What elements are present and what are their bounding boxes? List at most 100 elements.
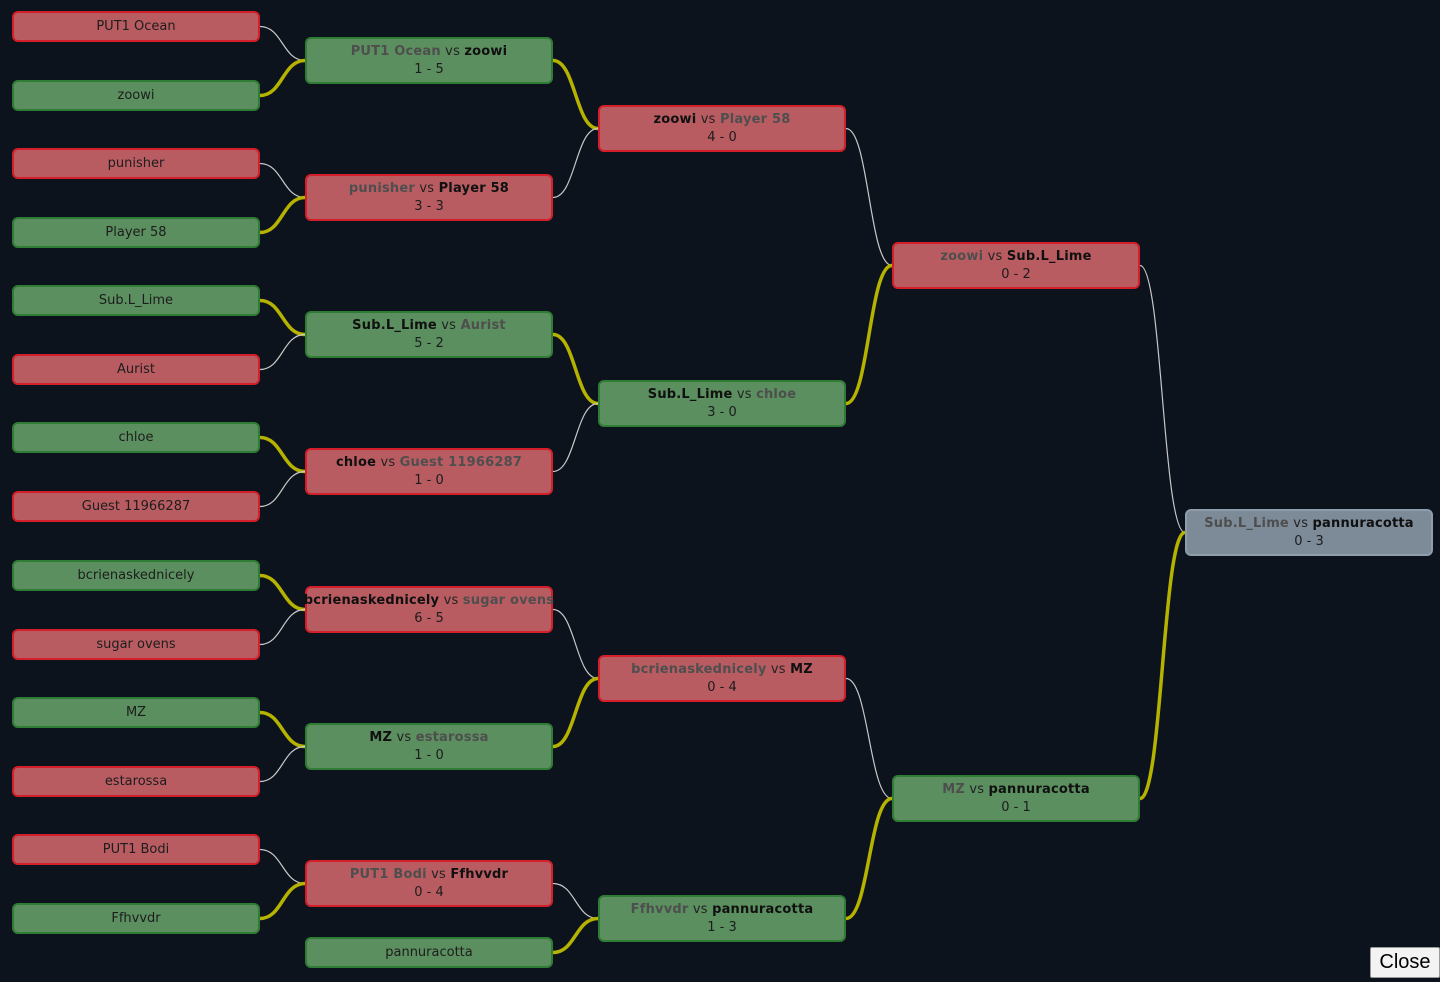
player-one-name: zoowi — [653, 111, 697, 127]
team-entry[interactable]: Ffhvvdr — [12, 903, 260, 934]
player-one-name: bcrienaskednicely — [631, 661, 767, 677]
winner-connector-line — [552, 916, 599, 955]
team-entry[interactable]: Aurist — [12, 354, 260, 385]
vs-label: vs — [969, 781, 985, 797]
winner-connector-line — [259, 195, 306, 235]
loser-connector-line — [259, 745, 306, 783]
team-entry[interactable]: estarossa — [12, 766, 260, 797]
match-players: chloe vs Guest 11966287 — [336, 454, 522, 472]
player-two-name: Player 58 — [719, 111, 791, 127]
team-name: sugar ovens — [96, 636, 176, 652]
match-players: Sub.L_Lime vs pannuracotta — [1204, 515, 1414, 533]
close-button[interactable]: Close — [1370, 947, 1440, 978]
winner-connector-line — [259, 298, 306, 337]
loser-connector-line — [552, 402, 599, 473]
match-score: 4 - 0 — [707, 129, 737, 145]
player-one-name: punisher — [348, 180, 416, 196]
team-name: MZ — [125, 704, 147, 720]
team-entry[interactable]: pannuracotta — [305, 937, 553, 968]
player-two-name: chloe — [756, 386, 797, 402]
team-entry[interactable]: Player 58 — [12, 217, 260, 248]
match-score: 6 - 5 — [414, 610, 444, 626]
loser-connector-line — [845, 127, 893, 267]
player-one-name: Sub.L_Lime — [647, 386, 733, 402]
winner-connector-line — [845, 263, 893, 406]
player-one-name: PUT1 Ocean — [350, 43, 441, 59]
match-players: PUT1 Ocean vs zoowi — [351, 43, 508, 61]
player-one-name: Sub.L_Lime — [352, 317, 437, 333]
loser-connector-line — [552, 882, 599, 920]
vs-label: vs — [987, 248, 1003, 264]
team-entry[interactable]: zoowi — [12, 80, 260, 111]
match-players: bcrienaskednicely vs MZ — [631, 661, 813, 679]
team-name: Player 58 — [105, 224, 167, 240]
winner-connector-line — [259, 881, 306, 921]
team-name: Guest 11966287 — [81, 498, 191, 514]
player-two-name: zoowi — [464, 43, 508, 59]
loser-connector-line — [552, 127, 599, 199]
team-entry[interactable]: Sub.L_Lime — [12, 285, 260, 316]
winner-connector-line — [259, 435, 306, 474]
vs-label: vs — [431, 866, 446, 882]
player-one-name: MZ — [369, 729, 393, 745]
vs-label: vs — [1293, 515, 1309, 531]
team-name: bcrienaskednicely — [77, 567, 195, 583]
match-score: 0 - 1 — [1001, 799, 1031, 815]
team-entry[interactable]: sugar ovens — [12, 629, 260, 660]
team-name: zoowi — [117, 87, 155, 103]
player-one-name: chloe — [335, 454, 377, 470]
loser-connector-line — [259, 848, 306, 885]
vs-label: vs — [770, 661, 786, 677]
match-score: 1 - 3 — [707, 919, 737, 935]
match-players: punisher vs Player 58 — [349, 180, 509, 198]
team-entry[interactable]: Guest 11966287 — [12, 491, 260, 522]
team-entry[interactable]: PUT1 Bodi — [12, 834, 260, 865]
team-name: PUT1 Bodi — [102, 841, 170, 857]
team-entry[interactable]: chloe — [12, 422, 260, 453]
winner-connector-line — [259, 58, 306, 98]
match-players: MZ vs estarossa — [369, 729, 488, 747]
team-entry[interactable]: PUT1 Ocean — [12, 11, 260, 42]
match-players: bcrienaskednicely vs sugar ovens — [304, 592, 554, 610]
team-name: Ffhvvdr — [111, 910, 161, 926]
loser-connector-line — [259, 333, 306, 371]
player-two-name: MZ — [790, 661, 813, 677]
player-two-name: Sub.L_Lime — [1006, 248, 1092, 264]
match-score: 1 - 0 — [414, 472, 444, 488]
team-name: estarossa — [104, 773, 168, 789]
player-two-name: sugar ovens — [462, 592, 555, 608]
winner-connector-line — [552, 332, 599, 406]
team-entry[interactable]: bcrienaskednicely — [12, 560, 260, 591]
team-name: Aurist — [117, 361, 155, 377]
vs-label: vs — [419, 180, 435, 196]
match-score: 3 - 3 — [414, 198, 444, 214]
team-entry[interactable]: punisher — [12, 148, 260, 179]
loser-connector-line — [845, 677, 893, 800]
loser-connector-line — [259, 25, 306, 62]
winner-connector-line — [1139, 530, 1186, 801]
player-one-name: bcrienaskednicely — [303, 592, 440, 608]
vs-label: vs — [445, 43, 461, 59]
player-two-name: Ffhvvdr — [450, 866, 509, 882]
team-entry[interactable]: MZ — [12, 697, 260, 728]
team-name: chloe — [118, 429, 154, 445]
player-one-name: Sub.L_Lime — [1204, 515, 1289, 531]
winner-connector-line — [845, 796, 893, 921]
team-name: Sub.L_Lime — [98, 292, 174, 308]
winner-connector-line — [552, 58, 599, 131]
